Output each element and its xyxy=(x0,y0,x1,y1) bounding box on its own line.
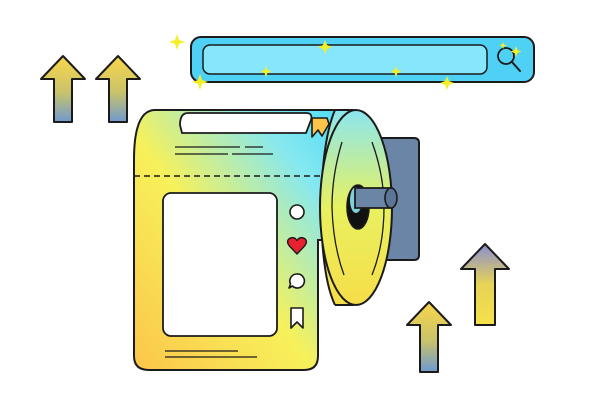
heart-icon[interactable] xyxy=(286,236,308,255)
post-image-placeholder xyxy=(162,192,278,337)
search-bar[interactable] xyxy=(190,36,535,83)
social-post-card xyxy=(133,109,336,371)
arrow-up-icon xyxy=(460,243,510,326)
bookmark-icon[interactable] xyxy=(290,307,304,329)
search-icon[interactable] xyxy=(497,47,521,72)
arrow-up-icon xyxy=(95,55,141,123)
sparkle-decoration xyxy=(169,34,522,90)
arrow-up-icon xyxy=(40,55,86,123)
dot-icon[interactable] xyxy=(289,204,305,220)
arrow-up-icon xyxy=(406,301,452,373)
comment-icon[interactable] xyxy=(288,273,306,289)
paper-roll xyxy=(319,109,398,306)
